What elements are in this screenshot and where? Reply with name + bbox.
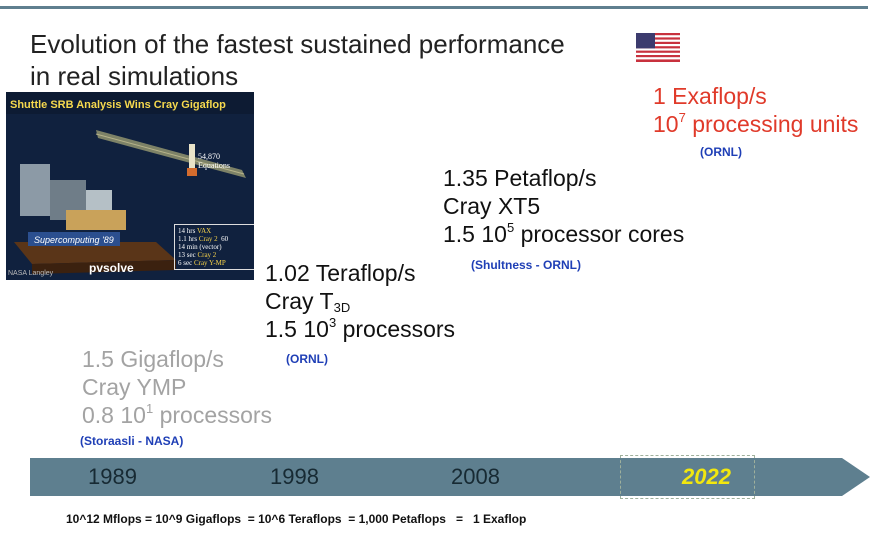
award-photo-image (6, 114, 254, 280)
year-1989: 1989 (88, 464, 137, 489)
award-photo: Shuttle SRB Analysis Wins Cray Gigaflop … (6, 92, 254, 280)
era-1998-source: (ORNL) (286, 352, 328, 366)
year-2008: 2008 (451, 464, 500, 489)
era-2022-source: (ORNL) (700, 145, 742, 159)
era-1989-units: 0.8 101 processors (82, 401, 273, 428)
era-1998-machine: Cray T3D (265, 288, 351, 315)
era-2022-performance: 1 Exaflop/s (653, 83, 767, 109)
equations-label: Equations (198, 161, 230, 170)
plaque-label: Supercomputing '89 (34, 235, 114, 245)
era-2008-performance: 1.35 Petaflop/s (443, 165, 597, 191)
equations-note: 54,870 Equations (198, 152, 242, 170)
timing-table: 14 hrs VAX 1.1 hrs Cray 2 60 14 min (vec… (174, 224, 254, 270)
year-1998: 1998 (270, 464, 319, 489)
era-1989-source: (Storaasli - NASA) (80, 434, 184, 448)
era-1989-performance: 1.5 Gigaflop/s (82, 346, 224, 372)
nasa-credit: NASA Langley (8, 270, 54, 277)
era-1998-units: 1.5 103 processors (265, 315, 456, 342)
timing-row: 14 min (vector) (178, 243, 222, 251)
title-line-1: Evolution of the fastest sustained perfo… (30, 29, 565, 59)
us-flag-icon (636, 33, 680, 62)
era-1998-performance: 1.02 Teraflop/s (265, 260, 416, 286)
era-2022-units: 107 processing units (653, 110, 859, 137)
unit-equivalence-footer: 10^12 Mflops = 10^9 Gigaflops = 10^6 Ter… (66, 512, 527, 526)
pvsolve-label: pvsolve (89, 261, 134, 275)
era-2008-units: 1.5 105 processor cores (443, 220, 685, 247)
timing-row: 14 hrs VAX (178, 227, 212, 235)
timing-row: 13 sec Cray 2 (178, 251, 217, 259)
title-line-2: in real simulations (30, 61, 239, 91)
year-2022: 2022 (682, 464, 731, 489)
speedup-value: 60 (221, 235, 229, 243)
era-2008-source: (Shultness - ORNL) (471, 258, 581, 272)
year-2022-highlight-box (620, 455, 755, 499)
era-2008: 1.35 Petaflop/s Cray XT5 1.5 105 process… (443, 164, 684, 248)
timeline-arrow (30, 458, 870, 496)
era-1989-machine: Cray YMP (82, 374, 187, 400)
timing-row: 1.1 hrs Cray 2 60 (178, 235, 229, 243)
era-1989: 1.5 Gigaflop/s Cray YMP 0.8 101 processo… (82, 345, 272, 429)
top-rule (0, 6, 868, 9)
era-1998: 1.02 Teraflop/s Cray T3D 1.5 103 process… (265, 259, 455, 343)
era-2022: 1 Exaflop/s 107 processing units (653, 82, 858, 138)
slide-title: Evolution of the fastest sustained perfo… (30, 28, 565, 92)
equations-count: 54,870 (198, 152, 220, 161)
timing-row: 6 sec Cray Y-MP (178, 259, 226, 267)
era-2008-machine: Cray XT5 (443, 193, 541, 219)
